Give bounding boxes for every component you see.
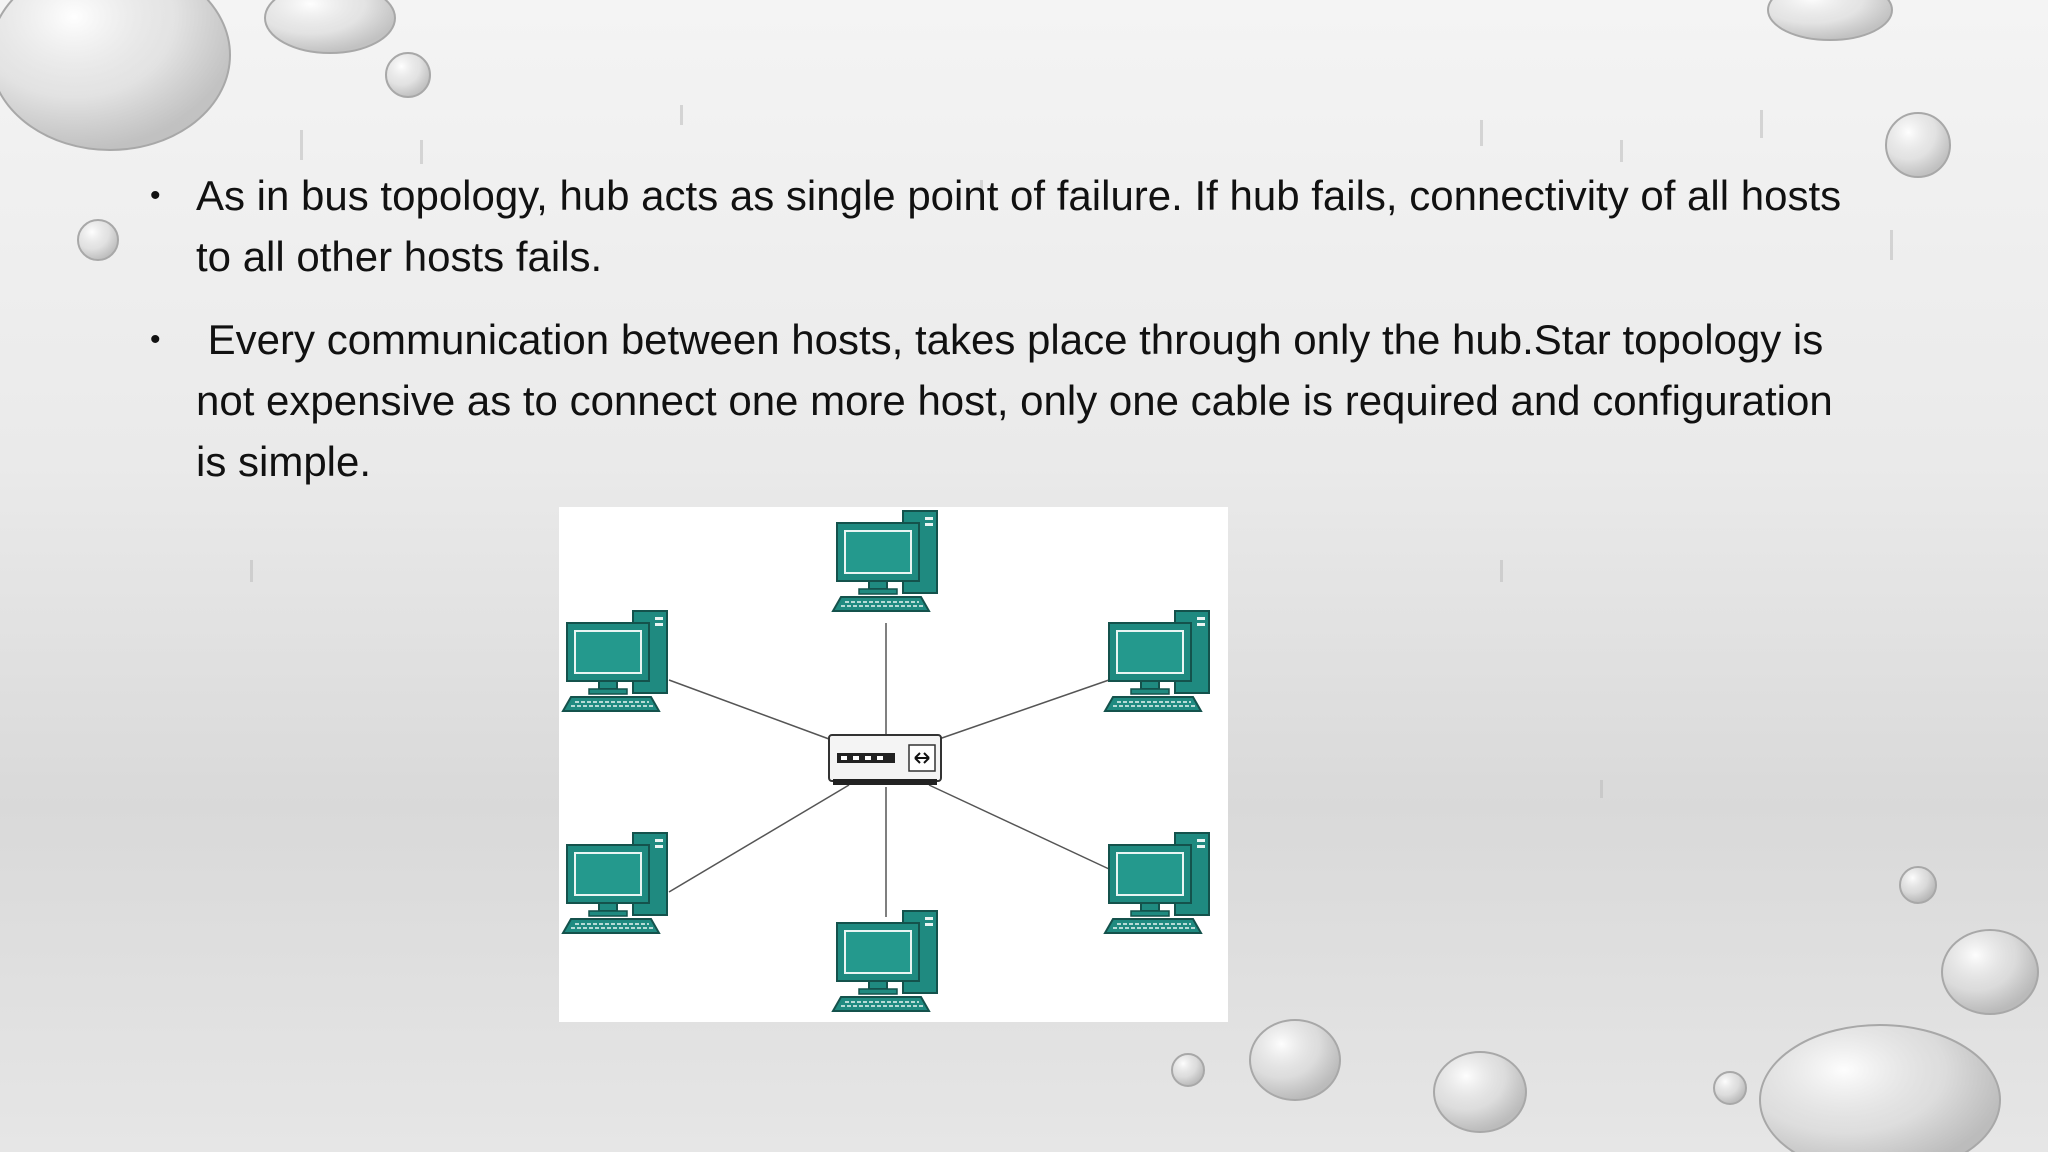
- cable-lines: [668, 623, 1110, 917]
- desktop-computer-icon: [1104, 610, 1210, 712]
- star-topology-diagram: [559, 507, 1228, 1022]
- desktop-computer-icon: [832, 510, 938, 612]
- bullet-list: • As in bus topology, hub acts as single…: [150, 165, 1870, 514]
- cable-lower-left: [668, 784, 850, 893]
- desktop-computer-icon: [562, 832, 668, 934]
- cable-upper-left: [668, 679, 830, 740]
- bullet-text: As in bus topology, hub acts as single p…: [196, 172, 1842, 280]
- desktop-computer-icon: [832, 910, 938, 1012]
- bullet-marker: •: [150, 323, 161, 356]
- bullet-item-2: • Every communication between hosts, tak…: [150, 309, 1870, 492]
- desktop-computer-icon: [562, 610, 668, 712]
- cable-lower-right: [928, 784, 1110, 870]
- bullet-text: Every communication between hosts, takes…: [196, 316, 1845, 485]
- desktop-computer-icon: [1104, 832, 1210, 934]
- bullet-marker: •: [150, 179, 161, 212]
- bullet-item-1: • As in bus topology, hub acts as single…: [150, 165, 1870, 287]
- network-hub-icon: [828, 734, 942, 785]
- cable-upper-right: [938, 679, 1110, 740]
- star-topology-svg: [562, 510, 1210, 1012]
